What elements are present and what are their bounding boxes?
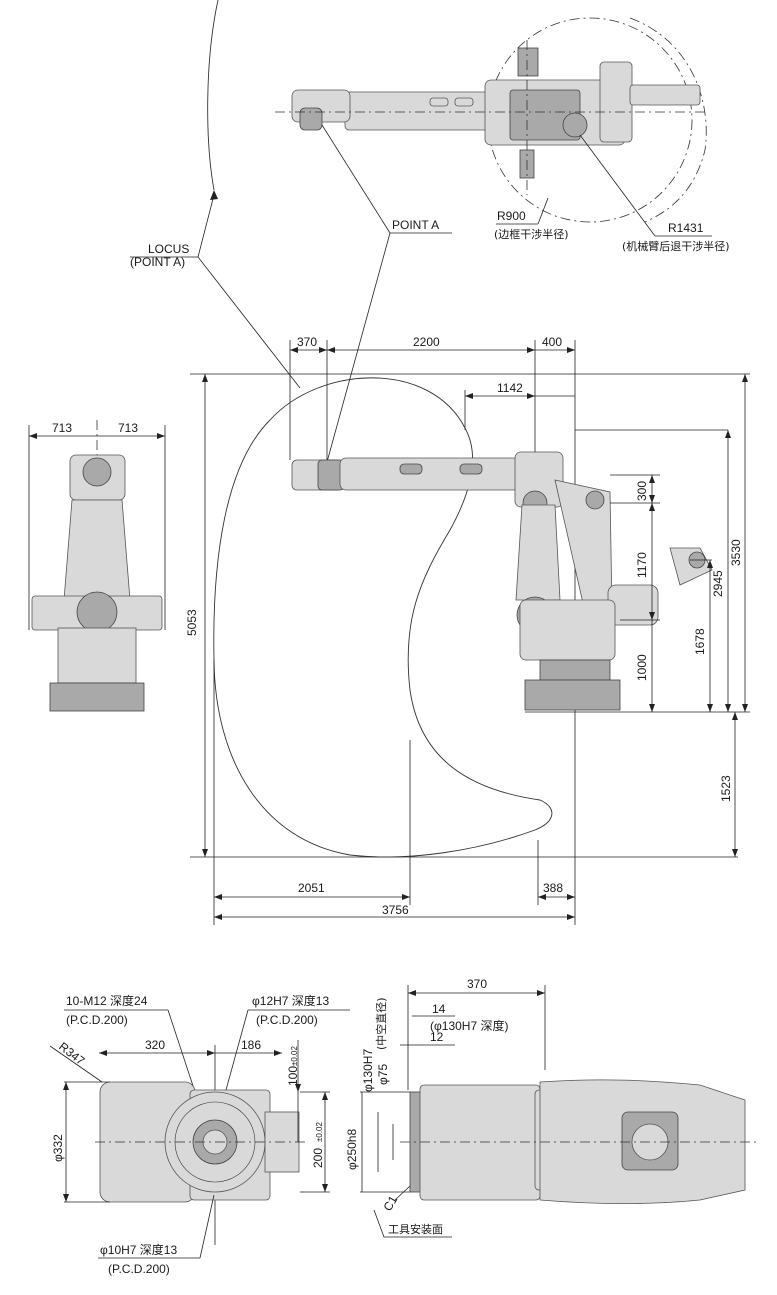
wrist-dim-370: 370 [467, 977, 487, 991]
c1-label: C1 [380, 1193, 400, 1214]
dim-1170: 1170 [635, 552, 649, 578]
r900-circle [487, 17, 693, 223]
dim-1000: 1000 [635, 654, 649, 681]
dim-320: 320 [145, 1038, 165, 1052]
dim-200: 200 [311, 1148, 325, 1168]
locus-leader [197, 194, 215, 258]
locus-curve [213, 377, 553, 858]
dim-100: 100 [286, 1066, 300, 1086]
dim-400: 400 [542, 335, 562, 349]
point-a-label: POINT A [392, 218, 439, 232]
top-arm [291, 47, 701, 179]
phi10-label: φ10H7 深度13 [100, 1242, 177, 1257]
phi75-label: φ75 [376, 1064, 390, 1085]
locus-arc-top [207, 0, 219, 191]
dim-1142: 1142 [497, 381, 523, 395]
dim-2051: 2051 [298, 881, 325, 895]
phi130-label: φ130H7 [361, 1049, 375, 1092]
dim-200-tol: ±0.02 [315, 1121, 324, 1142]
flange-view: 10-M12 深度24 (P.C.D.200) φ12H7 深度13 (P.C.… [49, 993, 350, 1276]
phi250-label: φ250h8 [345, 1129, 359, 1170]
point-a-leader-side [326, 232, 391, 463]
dim-186: 186 [241, 1038, 261, 1052]
wrist-dim-14: 14 [432, 1002, 446, 1016]
m12-label: 10-M12 深度24 [66, 993, 148, 1008]
top-view: LOCUS (POINT A) POINT A R900 (边框干涉半径) R1… [130, 0, 730, 463]
dim-1523: 1523 [719, 775, 733, 802]
dim-300: 300 [635, 481, 649, 501]
wrist-view: 370 14 (φ130H7 深度) (中空直径) 12 φ130H7 φ75 … [345, 977, 760, 1238]
dim-5053: 5053 [185, 609, 199, 636]
r900-label: R900 [497, 209, 526, 223]
dim-3530: 3530 [729, 539, 743, 566]
point-a-leader-top [321, 124, 391, 234]
dim-713-right: 713 [118, 421, 138, 435]
dim-100-tol: ±0.02 [290, 1045, 299, 1066]
phi10-pcd-label: (P.C.D.200) [108, 1262, 170, 1276]
wrist-dim-12: 12 [430, 1030, 444, 1044]
front-view: 713 713 [28, 420, 166, 712]
locus-leader-2 [197, 256, 301, 389]
dim-phi332: φ332 [51, 1134, 65, 1162]
r900-cn-label: (边框干涉半径) [494, 227, 569, 241]
dim-1678: 1678 [693, 628, 707, 655]
dim-2200: 2200 [413, 335, 440, 349]
r1431-cn-label: (机械臂后退干涉半径) [622, 239, 730, 253]
phi12-pcd-label: (P.C.D.200) [256, 1013, 318, 1027]
dim-388: 388 [543, 881, 563, 895]
locus-sub-label: (POINT A) [130, 255, 185, 269]
m12-pcd-label: (P.C.D.200) [66, 1013, 128, 1027]
tool-face-label: 工具安装面 [388, 1222, 443, 1236]
side-view: 5053 370 2200 400 1142 [185, 335, 750, 925]
r1431-label: R1431 [668, 221, 704, 235]
r1431-arc [629, 17, 707, 223]
dim-370-top: 370 [297, 335, 317, 349]
side-robot [291, 451, 713, 711]
locus-label: LOCUS [148, 242, 189, 256]
hollow-label: (中空直径) [374, 997, 388, 1050]
wrist-dim-14-note: (φ130H7 深度) [430, 1018, 508, 1033]
dim-2945: 2945 [711, 570, 725, 597]
dim-713-left: 713 [52, 421, 72, 435]
dim-3756: 3756 [382, 903, 409, 917]
phi12-label: φ12H7 深度13 [252, 993, 329, 1008]
